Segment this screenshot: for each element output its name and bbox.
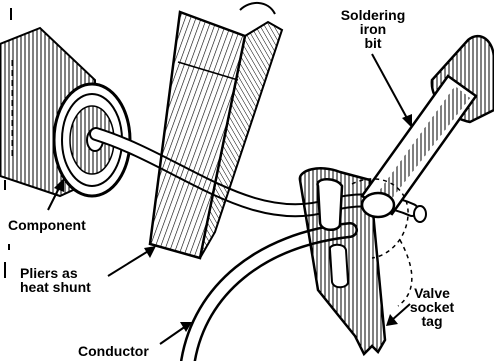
label-valve-line-1: Valve — [392, 286, 472, 300]
label-soldering-iron-bit: Soldering iron bit — [318, 8, 428, 50]
label-component: Component — [8, 218, 86, 232]
label-pliers-line-1: Pliers as — [20, 266, 91, 280]
label-pliers-line-2: heat shunt — [20, 280, 91, 294]
leader-iron — [372, 54, 408, 120]
pliers — [150, 3, 282, 258]
component-body — [0, 28, 130, 196]
label-soldering-line-1: Soldering — [318, 8, 428, 22]
leader-conductor — [160, 326, 186, 344]
label-soldering-line-2: iron — [318, 22, 428, 36]
label-soldering-line-3: bit — [318, 36, 428, 50]
label-valve-line-2: socket — [392, 300, 472, 314]
label-pliers-heat-shunt: Pliers as heat shunt — [20, 266, 91, 294]
label-valve-line-3: tag — [392, 314, 472, 328]
leader-pliers — [108, 250, 150, 276]
label-valve-socket-tag: Valve socket tag — [392, 286, 472, 328]
label-conductor: Conductor — [78, 344, 149, 358]
